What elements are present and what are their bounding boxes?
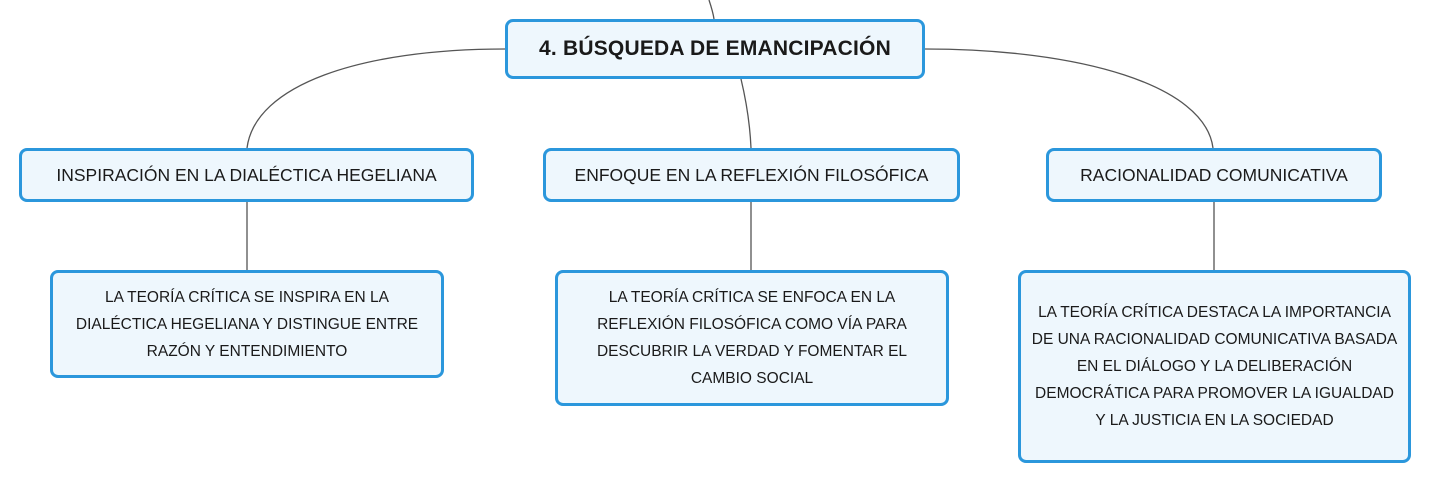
central-topic-node[interactable]: 4. BÚSQUEDA DE EMANCIPACIÓN [505, 19, 925, 79]
topic-node-hegelian-dialectic[interactable]: INSPIRACIÓN EN LA DIALÉCTICA HEGELIANA [19, 148, 474, 202]
connector-root-to-topic-2 [740, 78, 752, 149]
connector-parent-to-root [708, 0, 715, 20]
connector-root-to-topic-3 [924, 48, 1214, 149]
topic-node-communicative-rationality[interactable]: RACIONALIDAD COMUNICATIVA [1046, 148, 1382, 202]
central-topic-label: 4. BÚSQUEDA DE EMANCIPACIÓN [539, 37, 891, 60]
detail-text: LA TEORÍA CRÍTICA DESTACA LA IMPORTANCIA… [1031, 304, 1398, 429]
topic-label: INSPIRACIÓN EN LA DIALÉCTICA HEGELIANA [56, 164, 437, 185]
detail-text: LA TEORÍA CRÍTICA SE ENFOCA EN LA REFLEX… [596, 289, 908, 387]
topic-node-philosophical-reflection[interactable]: ENFOQUE EN LA REFLEXIÓN FILOSÓFICA [543, 148, 960, 202]
connector-root-to-topic-1 [246, 48, 506, 149]
topic-label: RACIONALIDAD COMUNICATIVA [1080, 164, 1348, 185]
detail-node-philosophical-reflection[interactable]: LA TEORÍA CRÍTICA SE ENFOCA EN LA REFLEX… [555, 270, 949, 406]
topic-label: ENFOQUE EN LA REFLEXIÓN FILOSÓFICA [574, 164, 929, 185]
detail-node-communicative-rationality[interactable]: LA TEORÍA CRÍTICA DESTACA LA IMPORTANCIA… [1018, 270, 1411, 463]
detail-text: LA TEORÍA CRÍTICA SE INSPIRA EN LA DIALÉ… [75, 288, 419, 360]
detail-node-hegelian-dialectic[interactable]: LA TEORÍA CRÍTICA SE INSPIRA EN LA DIALÉ… [50, 270, 444, 378]
